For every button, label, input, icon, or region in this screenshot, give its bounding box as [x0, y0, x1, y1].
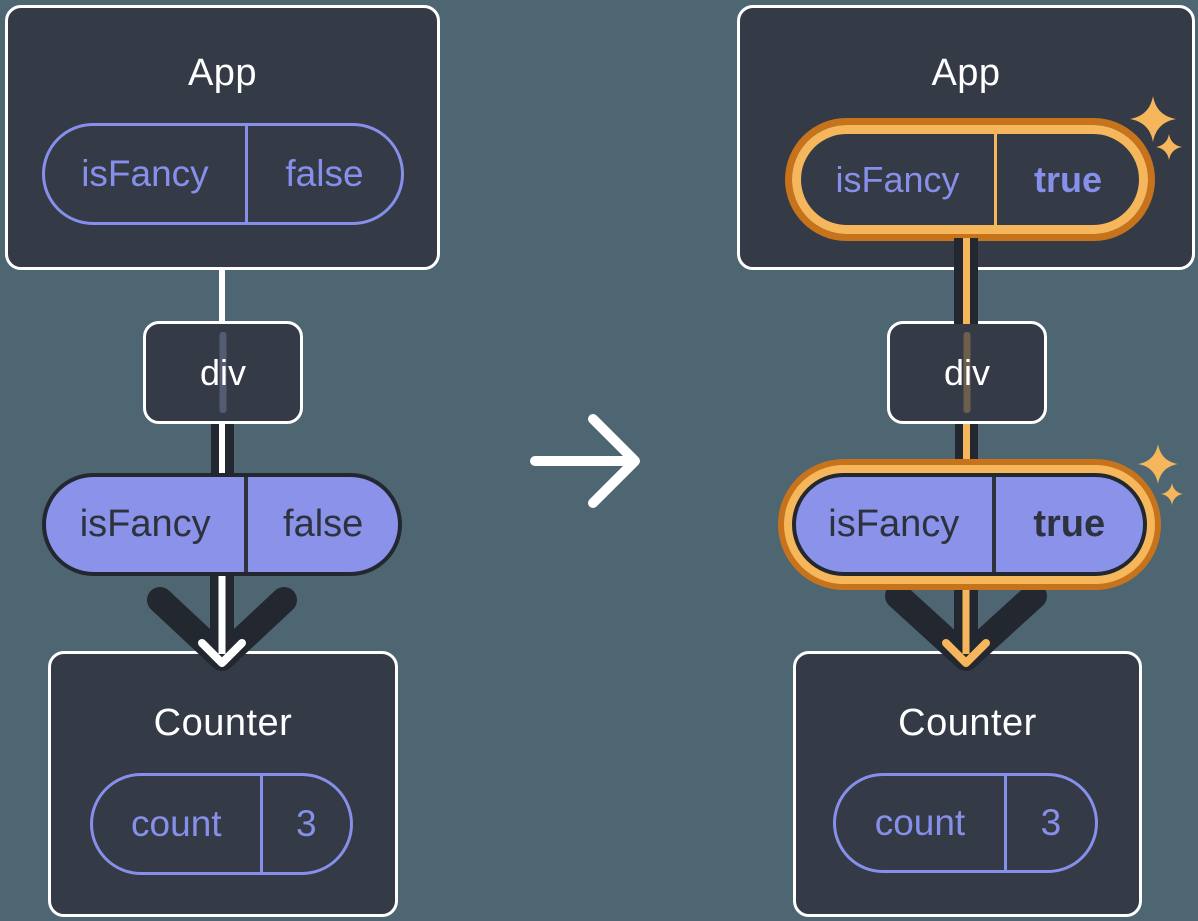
component-title: App — [931, 52, 1001, 94]
state-value: false — [285, 153, 364, 194]
sparkle-icon — [1138, 444, 1178, 484]
prop-key: isFancy — [46, 477, 249, 572]
sparkle-icon — [1130, 96, 1176, 142]
connector-div-prop-core — [963, 424, 970, 476]
connector-app-div-core — [963, 238, 970, 324]
state-key: count — [836, 776, 1007, 870]
component-title: Counter — [898, 702, 1037, 744]
component-title: App — [187, 52, 258, 94]
state-pill-app-after-highlighted: isFancy true — [792, 125, 1148, 234]
state-pill-app-before: isFancy false — [42, 123, 404, 225]
div-card-before: div — [143, 321, 303, 424]
arrow-down-icon — [885, 574, 1047, 671]
counter-card-before: Counter count 3 — [48, 651, 398, 917]
sparkle-icon — [1156, 134, 1182, 160]
state-pill-counter-after: count 3 — [833, 773, 1098, 873]
state-value: true — [1034, 158, 1103, 200]
state-key: isFancy — [801, 134, 998, 225]
state-pill-counter-before: count 3 — [90, 773, 353, 875]
connector-app-div — [219, 266, 225, 324]
state-value: 3 — [296, 803, 317, 844]
connector-trace — [963, 332, 971, 413]
app-card-after: App isFancy true — [737, 5, 1195, 270]
prop-value: true — [1033, 503, 1106, 545]
arrow-down-icon — [147, 574, 297, 671]
sparkle-icon — [1161, 483, 1183, 505]
state-value: 3 — [1040, 802, 1062, 843]
prop-value: false — [283, 503, 364, 545]
prop-pill-after-highlighted: isFancy true — [792, 473, 1147, 576]
state-key: count — [93, 776, 263, 872]
state-key: isFancy — [45, 126, 248, 222]
prop-pill-before: isFancy false — [42, 473, 402, 576]
app-card-before: App isFancy false — [5, 5, 440, 270]
div-label: div — [943, 351, 991, 393]
div-label: div — [199, 351, 247, 393]
div-card-after: div — [887, 321, 1047, 424]
arrow-right-icon — [530, 414, 640, 508]
component-title: Counter — [153, 702, 293, 744]
prop-key: isFancy — [796, 477, 996, 572]
connector-div-prop-core — [219, 424, 225, 476]
counter-card-after: Counter count 3 — [793, 651, 1142, 917]
connector-trace — [219, 332, 227, 413]
